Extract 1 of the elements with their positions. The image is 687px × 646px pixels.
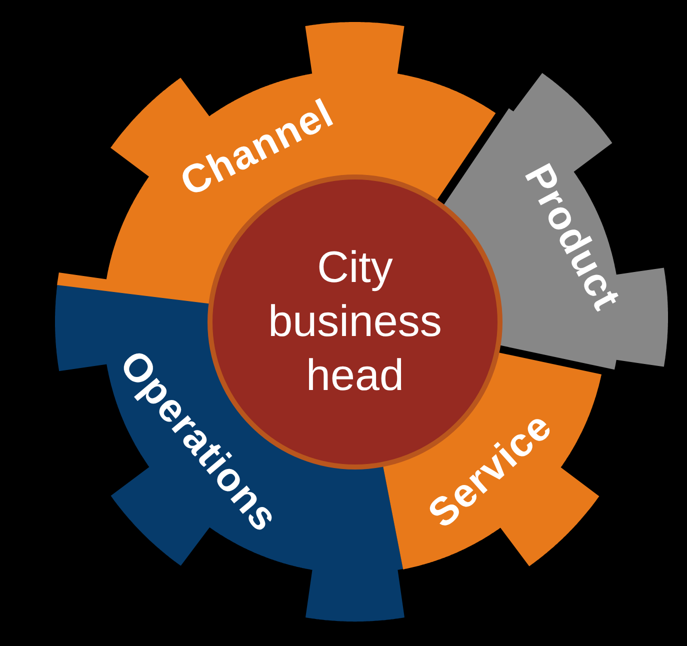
hub-label: City business head bbox=[268, 242, 443, 400]
